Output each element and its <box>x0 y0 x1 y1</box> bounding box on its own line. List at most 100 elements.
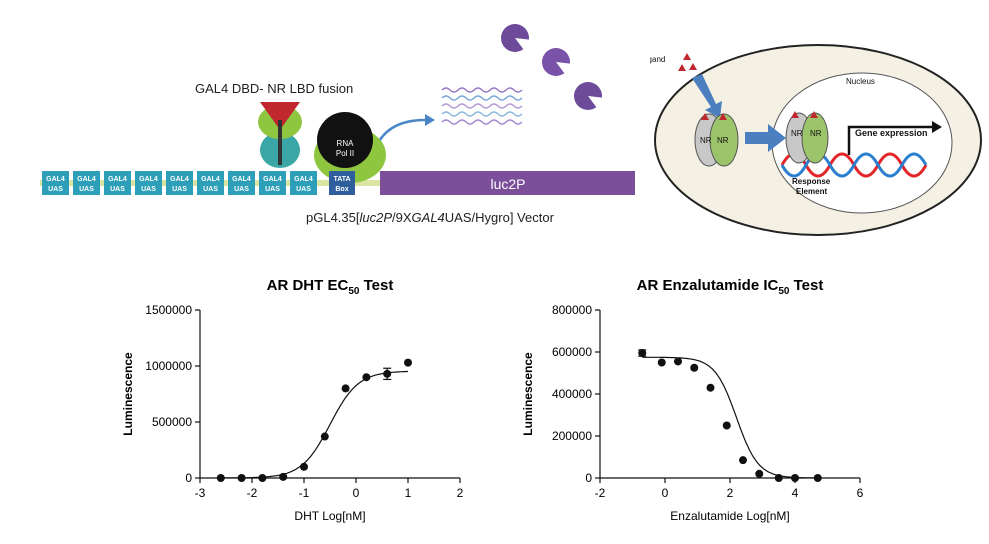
fit-curve <box>220 370 408 479</box>
uas-box-label-top: GAL4 <box>108 176 127 183</box>
ligand-triangles <box>678 53 697 71</box>
tata-box <box>329 171 355 195</box>
fusion-protein <box>258 102 302 168</box>
x-tick-label: 0 <box>662 486 669 500</box>
x-tick-label: 2 <box>457 486 464 500</box>
uas-box-label-bottom: UAS <box>265 186 280 193</box>
data-point <box>237 474 246 482</box>
uas-box-label-top: GAL4 <box>170 176 189 183</box>
uas-box-label-top: GAL4 <box>201 176 220 183</box>
response-label-2: Element <box>796 187 827 196</box>
gene-expression-arrow <box>847 125 932 155</box>
uas-box-label-bottom: UAS <box>110 186 125 193</box>
data-point <box>216 474 225 482</box>
x-tick-label: 0 <box>353 486 360 500</box>
uas-box-label-top: GAL4 <box>77 176 96 183</box>
uas-box <box>290 171 317 195</box>
vector-diagram: RNA Pol II GAL4UASGAL4UASGAL4UASGAL4UASG… <box>40 24 635 225</box>
data-point <box>638 349 647 358</box>
nr-label-2: NR <box>717 136 729 145</box>
uas-box <box>73 171 100 195</box>
chart-title-subscript: 50 <box>778 286 790 297</box>
uas-box-label-bottom: UAS <box>79 186 94 193</box>
data-point <box>258 474 267 482</box>
chart-title-main: AR DHT EC <box>267 277 349 294</box>
tata-label-2: Box <box>335 186 348 193</box>
tata-label-1: TATA <box>333 176 350 183</box>
chart-title-main: AR Enzalutamide IC <box>637 277 779 294</box>
uas-box-label-bottom: UAS <box>203 186 218 193</box>
y-tick-label: 400000 <box>552 387 592 401</box>
chart-title: AR Enzalutamide IC50 Test <box>637 277 824 297</box>
y-tick-label: 1500000 <box>145 303 192 317</box>
uas-box-label-bottom: UAS <box>234 186 249 193</box>
x-tick-label: -1 <box>299 486 310 500</box>
data-point <box>813 474 822 482</box>
fit-curve <box>642 356 818 479</box>
uas-box-label-top: GAL4 <box>232 176 251 183</box>
pol-ii-label-1: RNA <box>337 139 355 148</box>
dna-helix <box>780 152 928 178</box>
data-point <box>739 456 747 465</box>
chart-dht-ec50: AR DHT EC50 Test050000010000001500000-3-… <box>121 277 464 523</box>
ligand-arrow <box>692 74 722 118</box>
uas-box <box>42 171 69 195</box>
uas-repeats: GAL4UAS GAL4UAS GAL4UAS GAL4UAS GAL4UAS GAL4U… <box>42 171 317 195</box>
chart-title: AR DHT EC50 Test <box>267 277 394 297</box>
x-tick-label: -2 <box>247 486 258 500</box>
gene-expression-label: Gene expression <box>855 128 928 138</box>
vector-label: pGL4.35[luc2P/9XGAL4UAS/Hygro] Vector <box>306 210 555 225</box>
uas-box-label-bottom: UAS <box>296 186 311 193</box>
nr-label-4: NR <box>810 129 822 138</box>
data-point <box>341 384 350 393</box>
y-tick-label: 800000 <box>552 303 592 317</box>
x-tick-label: 4 <box>792 486 799 500</box>
y-tick-label: 1000000 <box>145 359 192 373</box>
data-point <box>320 432 329 441</box>
nr-dimer-cytoplasm <box>694 113 739 167</box>
data-point <box>690 363 699 372</box>
luciferase-protein-shapes <box>501 24 604 110</box>
pol-ii <box>314 112 386 183</box>
pol-ii-label-2: Pol II <box>336 149 354 158</box>
uas-box-label-bottom: UAS <box>48 186 63 193</box>
data-point <box>279 472 288 481</box>
luc2p-bar <box>380 171 635 195</box>
chart-title-suffix: Test <box>359 277 393 294</box>
data-point <box>657 358 666 367</box>
chart-enzalutamide-ic50: AR Enzalutamide IC50 Test020000040000060… <box>521 277 864 523</box>
nr-dimer-nucleus <box>785 111 829 164</box>
fusion-label: GAL4 DBD- NR LBD fusion <box>195 81 353 96</box>
x-tick-label: 6 <box>857 486 864 500</box>
x-axis-label: DHT Log[nM] <box>294 509 365 523</box>
x-axis-label: Enzalutamide Log[nM] <box>670 509 789 523</box>
uas-box <box>259 171 286 195</box>
uas-box-label-bottom: UAS <box>141 186 156 193</box>
data-point <box>404 358 412 367</box>
x-tick-label: 2 <box>727 486 734 500</box>
ligand-label: ligand <box>650 55 665 64</box>
y-tick-label: 0 <box>185 471 192 485</box>
uas-box <box>135 171 162 195</box>
uas-box-label-bottom: UAS <box>172 186 187 193</box>
y-tick-label: 600000 <box>552 345 592 359</box>
y-axis-label: Luminescence <box>521 352 535 436</box>
data-point <box>706 383 715 392</box>
data-point <box>791 474 799 482</box>
data-point <box>674 357 682 366</box>
response-label-1: Response <box>792 177 831 186</box>
x-tick-label: 1 <box>405 486 412 500</box>
y-axis-label: Luminescence <box>121 352 135 436</box>
x-tick-label: -2 <box>595 486 606 500</box>
uas-box-label-top: GAL4 <box>46 176 65 183</box>
y-tick-label: 0 <box>585 471 592 485</box>
cell-diagram: Nucleus ligand NR NR NR NR Gene expressi… <box>650 44 982 236</box>
nucleus-label: Nucleus <box>846 77 875 86</box>
chart-title-subscript: 50 <box>348 286 360 297</box>
translocation-arrow <box>745 124 786 152</box>
y-tick-label: 500000 <box>152 415 192 429</box>
data-point <box>774 474 783 482</box>
nr-label-3: NR <box>791 129 803 138</box>
chart-title-suffix: Test <box>789 277 823 294</box>
uas-box <box>166 171 193 195</box>
